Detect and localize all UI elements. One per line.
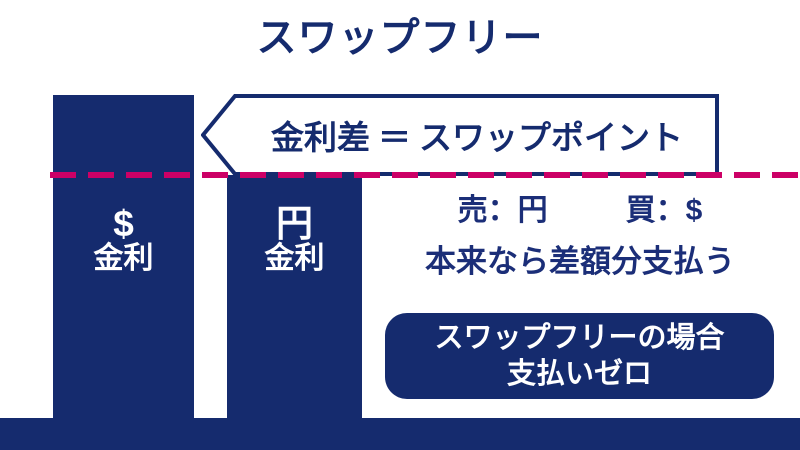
jpy-currency-symbol: 円	[276, 203, 313, 244]
normal-payment-note: 本来なら差額分支払う	[425, 244, 735, 279]
usd-interest-bar: $ 金利	[53, 95, 194, 420]
swap-free-condition-label: スワップフリーの場合	[434, 321, 725, 354]
interest-difference-dashed-line	[50, 172, 800, 178]
swap-point-callout: 金利差 ＝ スワップポイント	[201, 94, 719, 176]
page-title: スワップフリー	[256, 16, 544, 60]
callout-equals-sign: ＝	[378, 119, 411, 156]
sell-side-label: 売：円	[457, 194, 548, 227]
jpy-interest-bar: 円 金利	[227, 175, 362, 420]
callout-right-term: スワップポイント	[419, 119, 683, 156]
swap-free-highlight-box: スワップフリーの場合 支払いゼロ	[385, 313, 774, 399]
baseline-band	[0, 418, 800, 450]
trade-direction-row: 売：円 買：$	[390, 196, 770, 226]
usd-currency-symbol: $	[113, 203, 134, 244]
usd-interest-label: 金利	[93, 242, 154, 275]
buy-side-label: 買：$	[625, 194, 703, 227]
callout-left-term: 金利差	[271, 119, 370, 156]
callout-text: 金利差 ＝ スワップポイント	[235, 94, 719, 176]
jpy-interest-label: 金利	[264, 242, 325, 275]
zero-payment-label: 支払いゼロ	[506, 358, 652, 390]
